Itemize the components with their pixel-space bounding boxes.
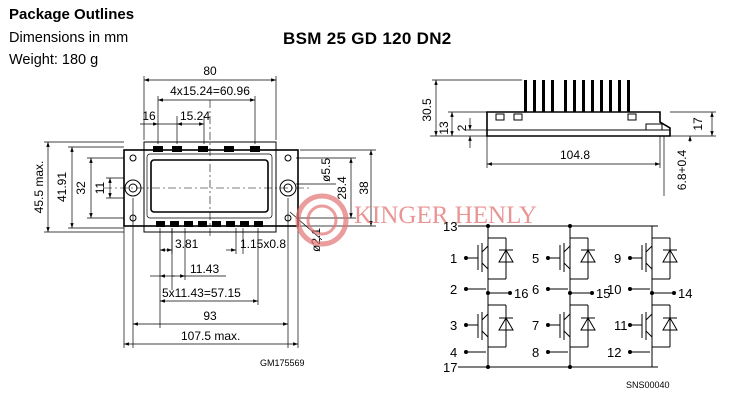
pin-10: 10	[607, 282, 621, 297]
corner-pin	[129, 154, 137, 162]
dim-15-24: 15.24	[180, 109, 210, 123]
dim-side-17: 17	[691, 117, 705, 131]
dim-side-104-8: 104.8	[560, 148, 590, 162]
weight-note: Weight: 180 g	[9, 52, 99, 68]
dim-side-6-8: 6.8+0.4	[675, 149, 689, 190]
dim-side-30-5: 30.5	[420, 98, 434, 122]
dim-hole-diameter: ø5.5	[319, 158, 333, 182]
drawing-code-schematic: SNS00040	[626, 380, 670, 390]
pin-11: 11	[614, 318, 628, 333]
pin-12: 12	[607, 345, 621, 360]
pin-2: 2	[450, 282, 457, 297]
dim-height-32: 32	[74, 181, 88, 195]
dim-height-45-5: 45.5 max.	[32, 161, 46, 214]
inner-frame	[146, 153, 273, 219]
pin-13: 13	[443, 219, 457, 234]
dim-height-28-4: 28.4	[335, 176, 349, 200]
watermark-logo-inner	[306, 204, 338, 236]
dim-height-38: 38	[357, 181, 371, 195]
drawing-code-top: GM175569	[260, 358, 305, 368]
dim-3-81: 3.81	[175, 237, 199, 251]
dim-pitch-total: 4x15.24=60.96	[170, 84, 250, 98]
schematic: 13 17	[443, 219, 692, 390]
top-terminal-row	[153, 146, 260, 152]
dim-width-80: 80	[203, 64, 217, 78]
pin-7: 7	[532, 318, 539, 333]
side-pins	[524, 80, 630, 112]
pin-1: 1	[450, 251, 457, 266]
watermark-text: KINGER HENLY	[354, 202, 537, 229]
part-number: BSM 25 GD 120 DN2	[283, 29, 452, 48]
pin-14: 14	[678, 286, 692, 301]
dim-side-13: 13	[437, 121, 451, 135]
pin-5: 5	[532, 251, 539, 266]
pin-4: 4	[450, 345, 457, 360]
dim-93: 93	[203, 309, 217, 323]
pin-16: 16	[514, 286, 528, 301]
top-view: 80 4x15.24=60.96 16 15.24 45.5 max. 41.9…	[32, 64, 376, 368]
dim-height-41-91: 41.91	[55, 172, 69, 202]
dim-pitch-57-15: 5x11.43=57.15	[162, 286, 241, 300]
phase-leg-3	[628, 226, 678, 367]
dim-side-2: 2	[455, 124, 469, 131]
dim-11-43: 11.43	[190, 262, 219, 276]
side-base-plate	[486, 129, 671, 137]
dim-107-5: 107.5 max.	[181, 329, 240, 343]
side-view: 30.5 13 2 17 104.8 6.8+0.4	[420, 79, 716, 196]
pin-8: 8	[532, 345, 539, 360]
dim-1-15x0-8: 1.15x0.8	[240, 237, 286, 251]
pin-6: 6	[532, 282, 539, 297]
inner-window	[150, 159, 269, 213]
pin-17: 17	[443, 360, 457, 375]
header-title: Package Outlines	[9, 6, 135, 23]
phase-leg-2	[546, 226, 596, 367]
pin-9: 9	[614, 251, 621, 266]
corner-pin	[284, 154, 292, 162]
dim-16: 16	[142, 109, 156, 123]
bottom-terminal-row	[156, 221, 263, 227]
dim-height-11: 11	[93, 181, 107, 194]
pin-15: 15	[596, 286, 610, 301]
watermark-logo-ring	[295, 193, 349, 247]
dimensions-note: Dimensions in mm	[9, 30, 129, 46]
watermark: KINGER HENLY	[295, 193, 537, 247]
phase-leg-1	[464, 226, 514, 367]
pin-3: 3	[450, 318, 457, 333]
